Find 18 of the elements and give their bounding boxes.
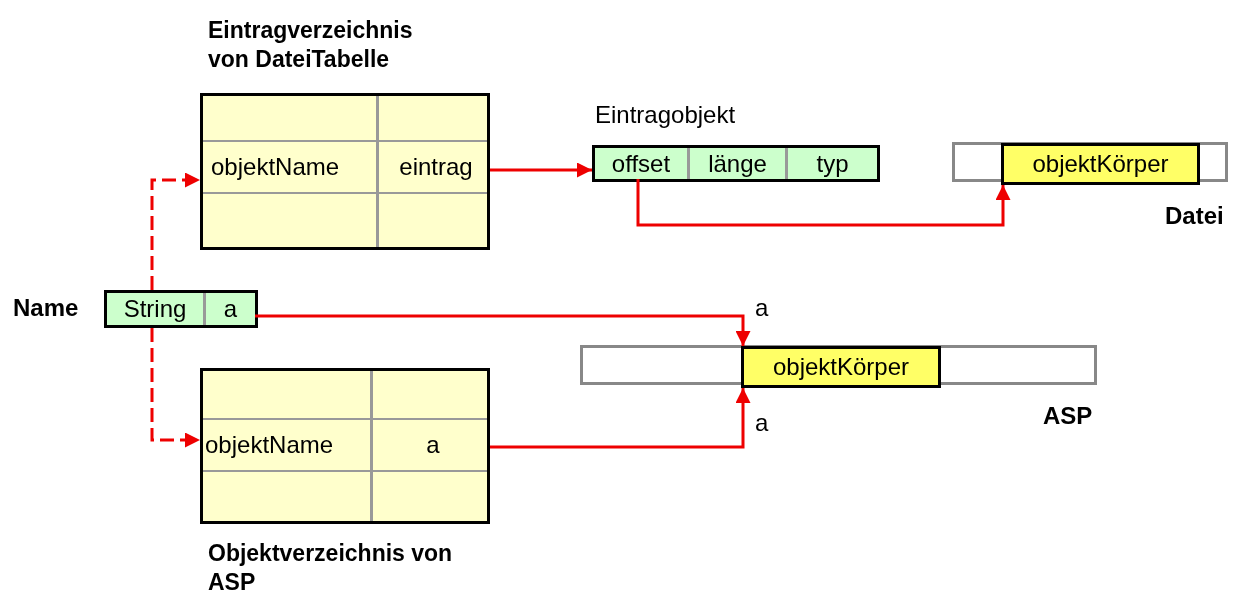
arrow: [490, 162, 592, 178]
column-entry: objektName: [211, 154, 340, 181]
column-entry: eintrag: [398, 154, 474, 181]
storage-label: Datei: [1165, 203, 1224, 230]
column-entry: a: [425, 432, 441, 459]
arrow: [150, 328, 200, 448]
arrow: [150, 172, 200, 290]
arrow: [636, 179, 1011, 227]
table-title: Objektverzeichnis von ASP: [208, 539, 454, 597]
object-body-field: objektKörper: [1001, 143, 1200, 185]
column-entry: objektName: [205, 432, 334, 459]
record-title: Eintragobjekt: [595, 102, 736, 129]
storage-label: ASP: [1043, 403, 1093, 430]
record-title: Name: [13, 295, 79, 322]
arrow: [490, 388, 751, 449]
object-body-field: objektKörper: [741, 346, 941, 388]
arrow: [255, 314, 751, 346]
table-title: Eintragverzeichnis von DateiTabelle: [208, 16, 414, 74]
